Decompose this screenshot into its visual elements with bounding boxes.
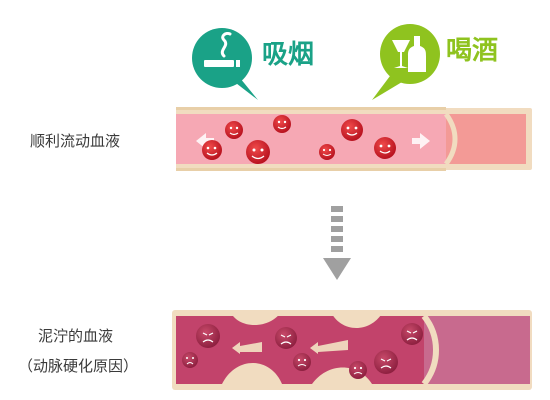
sick-blood-cell bbox=[275, 327, 297, 349]
wine-bottle-icon bbox=[392, 36, 426, 72]
flow-arrow-right bbox=[412, 133, 430, 149]
sick-blood-cell bbox=[182, 352, 198, 368]
blood-cell bbox=[202, 140, 222, 160]
flow-arrow-left bbox=[196, 133, 214, 149]
blood-cell bbox=[246, 140, 270, 164]
cigarette-icon bbox=[204, 32, 240, 67]
healthy-blood-label: 顺利流动血液 bbox=[30, 132, 121, 150]
clogged-blood-label: 泥泞的血液 bbox=[38, 327, 114, 345]
blood-cell bbox=[341, 119, 363, 141]
blood-cell bbox=[319, 144, 335, 160]
clogged-vessel bbox=[172, 310, 532, 390]
down-arrow bbox=[323, 206, 351, 280]
flow-arrows bbox=[232, 340, 348, 354]
sick-blood-cell bbox=[349, 361, 367, 379]
clogged-blood-cause-label: （动脉硬化原因） bbox=[18, 357, 139, 375]
drinking-label: 喝酒 bbox=[446, 36, 499, 66]
smoking-label: 吸烟 bbox=[262, 40, 315, 70]
blood-cell bbox=[374, 137, 396, 159]
smoking-callout bbox=[192, 28, 258, 100]
sick-blood-cell bbox=[293, 353, 311, 371]
blood-cell bbox=[225, 121, 243, 139]
smoking-bubble bbox=[192, 28, 258, 100]
drinking-bubble bbox=[372, 24, 440, 100]
sick-blood-cell bbox=[196, 324, 220, 348]
drinking-callout bbox=[372, 24, 440, 100]
sick-blood-cell bbox=[374, 350, 398, 374]
sick-blood-cell bbox=[401, 323, 423, 345]
blood-cell bbox=[273, 115, 291, 133]
healthy-vessel bbox=[176, 107, 532, 171]
